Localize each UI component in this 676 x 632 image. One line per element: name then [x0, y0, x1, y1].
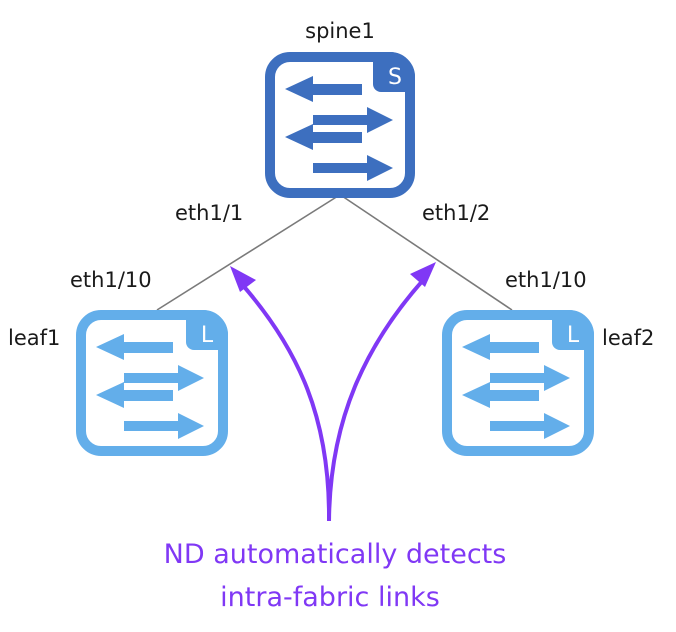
- leaf1-label: leaf1: [8, 326, 60, 350]
- link-spine1-leaf2: [341, 195, 513, 311]
- spine-badge: S: [388, 65, 402, 90]
- annotation-arrow-left: [238, 280, 332, 522]
- leaf2-badge: L: [567, 323, 580, 348]
- annotation-arrowhead-right-icon: [410, 262, 436, 287]
- leaf2-label: leaf2: [602, 326, 654, 350]
- port-label-leaf2-eth1-10: eth1/10: [505, 268, 587, 292]
- link-spine1-leaf1: [156, 195, 339, 311]
- annotation-arrow-right: [327, 276, 427, 522]
- annotation-text-line2: intra-fabric links: [220, 582, 440, 613]
- port-label-leaf1-eth1-10: eth1/10: [70, 268, 152, 292]
- annotation-arrowhead-left-icon: [230, 266, 256, 292]
- leaf1-badge: L: [201, 323, 214, 348]
- spine-switch-icon[interactable]: S: [265, 52, 415, 198]
- port-label-spine-eth1-2: eth1/2: [422, 201, 490, 225]
- annotation-text-line1: ND automatically detects: [164, 539, 507, 570]
- leaf2-switch-icon[interactable]: L: [442, 310, 594, 456]
- leaf1-switch-icon[interactable]: L: [76, 310, 228, 456]
- spine-label: spine1: [305, 19, 375, 43]
- port-label-spine-eth1-1: eth1/1: [175, 201, 243, 225]
